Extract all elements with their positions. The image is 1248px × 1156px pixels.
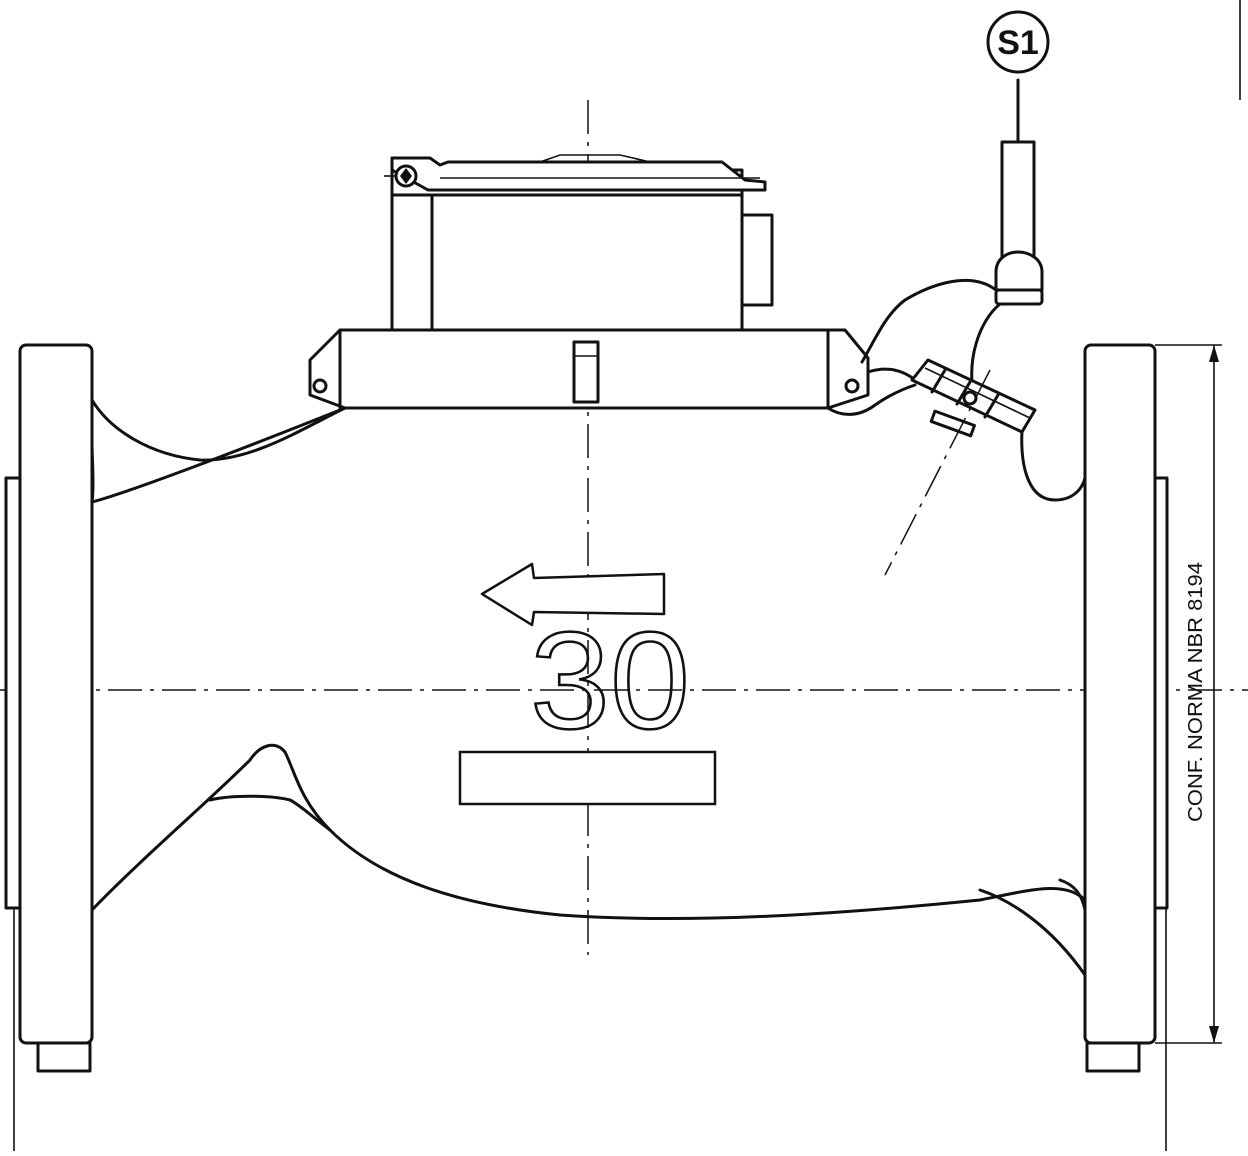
callout-label: S1 — [997, 24, 1039, 62]
register-housing — [384, 154, 774, 332]
dimension-line: CONF. NORMA NBR 8194 — [1155, 344, 1222, 1044]
sensor-bracket — [910, 358, 1037, 438]
arrow-left-icon — [480, 562, 666, 627]
register-base — [308, 328, 870, 410]
dimension-note: CONF. NORMA NBR 8194 — [1185, 562, 1207, 822]
nameplate — [458, 750, 717, 806]
mounting-hole-left — [312, 378, 328, 394]
seal-screw-icon — [384, 164, 418, 188]
callout-s1: S1 — [986, 10, 1050, 74]
register-lid — [390, 154, 767, 192]
right-flange — [1083, 343, 1169, 1151]
left-flange — [4, 343, 94, 1151]
size-marking: 30 — [530, 604, 690, 758]
mounting-hole-right — [844, 378, 860, 394]
pulse-sensor — [860, 78, 1044, 576]
